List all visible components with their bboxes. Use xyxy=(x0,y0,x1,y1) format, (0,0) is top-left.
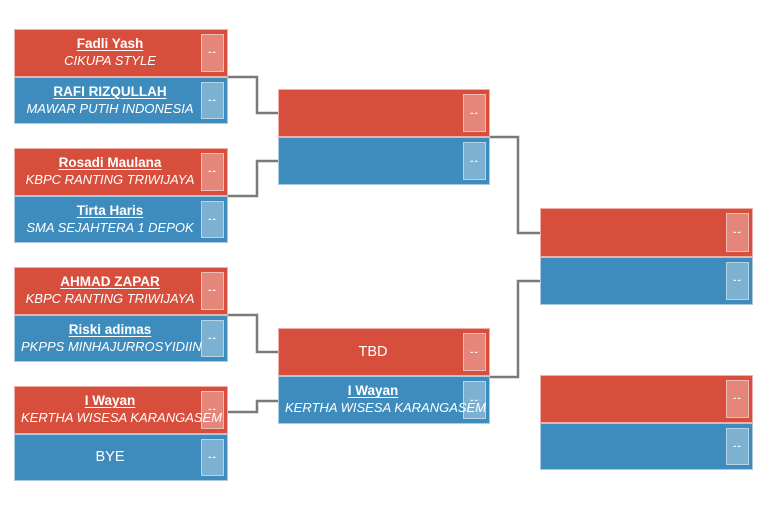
player-name: Rosadi Maulana xyxy=(58,155,162,171)
team-name: KERTHA WISESA KARANGASEM xyxy=(21,410,223,426)
player-name: I Wayan xyxy=(347,383,399,399)
empty-slot[interactable]: -- xyxy=(540,256,753,305)
connector-line xyxy=(228,313,278,354)
bye-label: BYE xyxy=(95,449,125,466)
player-slot[interactable]: I Wayan KERTHA WISESA KARANGASEM -- xyxy=(278,376,490,424)
score-box[interactable]: -- xyxy=(201,200,224,238)
empty-slot[interactable]: -- xyxy=(540,375,753,423)
empty-slot[interactable]: -- xyxy=(540,422,753,470)
score-box[interactable]: -- xyxy=(201,391,224,429)
score-box[interactable]: -- xyxy=(726,261,749,300)
score-value: -- xyxy=(733,440,742,452)
match-final: -- -- xyxy=(540,208,753,305)
player-name: I Wayan xyxy=(84,393,136,409)
player-name: Tirta Haris xyxy=(76,202,144,218)
score-value: -- xyxy=(208,166,217,178)
connector-line xyxy=(228,75,278,115)
bye-slot[interactable]: BYE -- xyxy=(14,433,228,481)
player-slot[interactable]: Rosadi Maulana KBPC RANTING TRIWIJAYA -- xyxy=(14,148,228,196)
score-value: -- xyxy=(208,404,217,416)
team-name: KBPC RANTING TRIWIJAYA xyxy=(25,291,195,307)
player-name: AHMAD ZAPAR xyxy=(60,274,160,290)
match-round1-4: I Wayan KERTHA WISESA KARANGASEM -- BYE … xyxy=(14,386,228,481)
team-name: KBPC RANTING TRIWIJAYA xyxy=(25,172,195,188)
score-value: -- xyxy=(208,285,217,297)
team-name: SMA SEJAHTERA 1 DEPOK xyxy=(26,219,194,235)
player-slot[interactable]: Fadli Yash CIKUPA STYLE -- xyxy=(14,29,228,77)
empty-slot[interactable]: -- xyxy=(278,137,490,185)
empty-slot[interactable]: -- xyxy=(278,89,490,137)
team-name: PKPPS MINHAJURROSYIDIIN xyxy=(21,338,202,354)
score-box[interactable]: -- xyxy=(463,142,486,180)
score-value: -- xyxy=(470,107,479,119)
connector-line xyxy=(228,159,278,198)
connector-line xyxy=(228,399,278,414)
player-slot[interactable]: AHMAD ZAPAR KBPC RANTING TRIWIJAYA -- xyxy=(14,267,228,315)
score-box[interactable]: -- xyxy=(726,213,749,252)
match-third-place: -- -- xyxy=(540,375,753,470)
connector-line xyxy=(490,135,540,235)
score-value: -- xyxy=(208,213,217,225)
score-box[interactable]: -- xyxy=(201,272,224,310)
match-semifinal-2: TBD -- I Wayan KERTHA WISESA KARANGASEM … xyxy=(278,328,490,424)
score-box[interactable]: -- xyxy=(726,380,749,418)
score-box[interactable]: -- xyxy=(463,94,486,132)
player-slot[interactable]: Riski adimas PKPPS MINHAJURROSYIDIIN -- xyxy=(14,314,228,362)
team-name: MAWAR PUTIH INDONESIA xyxy=(26,100,194,116)
player-slot[interactable]: I Wayan KERTHA WISESA KARANGASEM -- xyxy=(14,386,228,434)
player-name: RAFI RIZQULLAH xyxy=(53,83,167,99)
score-value: -- xyxy=(208,451,217,463)
score-value: -- xyxy=(733,393,742,405)
team-name: KERTHA WISESA KARANGASEM xyxy=(285,400,487,416)
empty-slot[interactable]: -- xyxy=(540,208,753,257)
score-box[interactable]: -- xyxy=(201,319,224,357)
score-value: -- xyxy=(208,47,217,59)
tbd-slot[interactable]: TBD -- xyxy=(278,328,490,376)
match-round1-3: AHMAD ZAPAR KBPC RANTING TRIWIJAYA -- Ri… xyxy=(14,267,228,362)
score-value: -- xyxy=(470,346,479,358)
score-value: -- xyxy=(470,155,479,167)
score-box[interactable]: -- xyxy=(201,153,224,191)
score-value: -- xyxy=(208,332,217,344)
connector-line xyxy=(490,279,540,379)
score-box[interactable]: -- xyxy=(463,381,486,419)
player-slot[interactable]: RAFI RIZQULLAH MAWAR PUTIH INDONESIA -- xyxy=(14,76,228,124)
player-name: Fadli Yash xyxy=(76,36,144,52)
player-slot[interactable]: Tirta Haris SMA SEJAHTERA 1 DEPOK -- xyxy=(14,195,228,243)
score-value: -- xyxy=(208,94,217,106)
score-value: -- xyxy=(733,226,742,238)
score-box[interactable]: -- xyxy=(201,438,224,476)
score-box[interactable]: -- xyxy=(726,427,749,465)
match-semifinal-1: -- -- xyxy=(278,89,490,185)
score-box[interactable]: -- xyxy=(201,34,224,72)
score-value: -- xyxy=(733,275,742,287)
match-round1-1: Fadli Yash CIKUPA STYLE -- RAFI RIZQULLA… xyxy=(14,29,228,124)
player-name: Riski adimas xyxy=(68,321,152,337)
score-box[interactable]: -- xyxy=(201,81,224,119)
score-box[interactable]: -- xyxy=(463,333,486,371)
score-value: -- xyxy=(470,394,479,406)
tbd-label: TBD xyxy=(358,343,388,360)
match-round1-2: Rosadi Maulana KBPC RANTING TRIWIJAYA --… xyxy=(14,148,228,243)
team-name: CIKUPA STYLE xyxy=(64,53,156,69)
